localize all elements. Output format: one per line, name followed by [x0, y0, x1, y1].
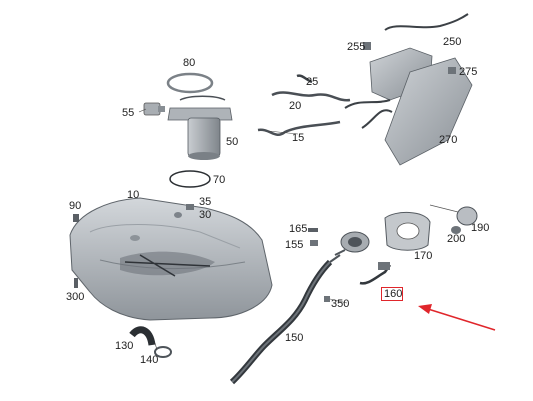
filler-housing-part [384, 212, 431, 251]
part-label-160: 160 [384, 288, 403, 300]
vent-line-160-part [359, 264, 392, 285]
part-label-10: 10 [127, 189, 140, 201]
part-label-80: 80 [183, 57, 196, 69]
part-label-130: 130 [115, 340, 134, 352]
part-label-50: 50 [226, 136, 239, 148]
lock-ring-part [166, 72, 214, 94]
part-label-300: 300 [66, 291, 85, 303]
part-label-270: 270 [439, 134, 458, 146]
part-label-275: 275 [459, 66, 478, 78]
seal-ring-part [169, 170, 211, 188]
filler-neck-part [229, 231, 370, 385]
part-label-20: 20 [289, 100, 302, 112]
part-label-350: 350 [331, 298, 350, 310]
fuel-line-15-part [257, 120, 341, 137]
part-label-165: 165 [289, 223, 308, 235]
highlighted-part-box[interactable]: 160 [381, 287, 403, 301]
canister-part [344, 13, 473, 166]
part-label-150: 150 [285, 332, 304, 344]
part-label-200: 200 [447, 233, 466, 245]
part-label-155: 155 [285, 239, 304, 251]
clamp-140-part [154, 346, 172, 358]
part-label-255: 255 [347, 41, 366, 53]
part-label-190: 190 [471, 222, 490, 234]
fuel-line-25-part [296, 74, 313, 84]
fuel-pump-module-part [167, 95, 233, 160]
part-label-70: 70 [213, 174, 226, 186]
part-label-25: 25 [306, 76, 319, 88]
part-label-90: 90 [69, 200, 82, 212]
part-label-35: 35 [199, 196, 212, 208]
leader-lines [138, 108, 348, 351]
part-label-55: 55 [122, 107, 135, 119]
fuel-tank-part [69, 197, 273, 321]
hose-130-part [129, 326, 156, 346]
part-label-30: 30 [199, 209, 212, 221]
part-label-170: 170 [414, 250, 433, 262]
part-label-140: 140 [140, 354, 159, 366]
part-label-15: 15 [292, 132, 305, 144]
small-bolts-group [73, 42, 461, 302]
valve-160-part [378, 262, 390, 270]
filter-part [143, 102, 165, 116]
highlight-arrow [418, 304, 496, 331]
fuel-line-20-part [271, 91, 351, 102]
part-label-250: 250 [443, 36, 462, 48]
fuel-cap-part [429, 204, 478, 226]
